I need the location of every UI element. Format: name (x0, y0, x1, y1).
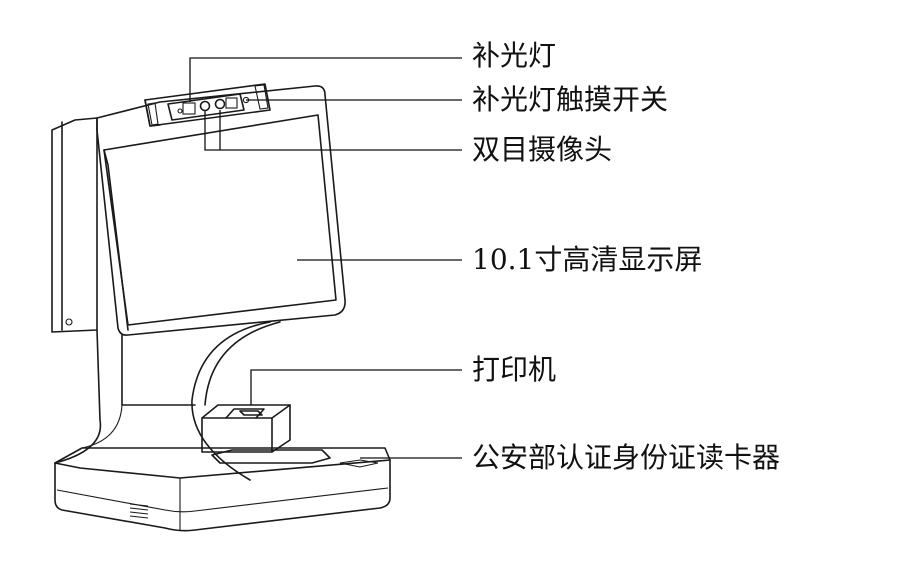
card-reader-slot (211, 449, 379, 468)
leader-lines (189, 57, 462, 459)
display-screen (103, 114, 337, 326)
base-platform (54, 447, 391, 532)
printer-unit (201, 404, 291, 453)
camera-module (144, 83, 271, 127)
label-binocular-camera: 双目摄像头 (472, 133, 613, 166)
rear-display-panel (51, 117, 98, 333)
speaker-grille (129, 503, 149, 519)
main-display-frame (96, 85, 346, 336)
label-fill-light: 补光灯 (472, 39, 557, 72)
label-display: 10.1寸高清显示屏 (472, 243, 703, 276)
stand-column (54, 321, 281, 481)
label-id-card-reader: 公安部认证身份证读卡器 (472, 441, 781, 474)
label-fill-light-switch: 补光灯触摸开关 (472, 83, 669, 116)
label-printer: 打印机 (472, 353, 557, 386)
